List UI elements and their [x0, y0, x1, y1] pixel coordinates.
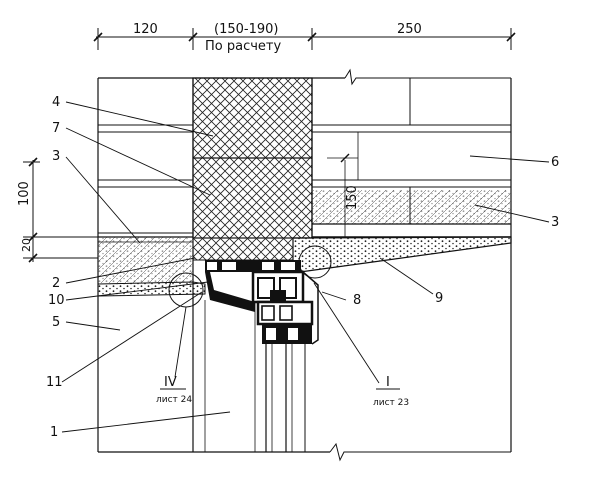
- dim-120: 120: [133, 22, 158, 37]
- callout-4: 4: [52, 95, 60, 110]
- left-dimension-line: [23, 157, 98, 263]
- callout-7: 7: [52, 121, 60, 136]
- dim-250: 250: [397, 22, 422, 37]
- dim-20: 20: [20, 238, 33, 252]
- callout-10: 10: [48, 293, 65, 308]
- dim-100: 100: [17, 181, 32, 206]
- dim-150-mark: [327, 153, 358, 237]
- dim-po-raschetu: По расчету: [205, 39, 281, 54]
- callout-9: 9: [435, 291, 443, 306]
- callout-5: 5: [52, 315, 60, 330]
- leader-lines: [61, 101, 550, 433]
- ref-iv-sheet: лист 24: [156, 395, 192, 405]
- window-frame-profile: [205, 260, 319, 345]
- detail-circle-i: [298, 245, 332, 279]
- callout-6: 6: [551, 155, 559, 170]
- callout-3-left: 3: [52, 149, 60, 164]
- dim-150-190: (150-190): [214, 22, 278, 37]
- glazing-unit: [254, 302, 306, 452]
- ref-iv-number: IV: [164, 375, 177, 390]
- top-dimension-line: [93, 28, 516, 50]
- callout-8: 8: [353, 293, 361, 308]
- callout-2: 2: [52, 276, 60, 291]
- callout-1: 1: [50, 425, 58, 440]
- ref-i-sheet: лист 23: [373, 398, 409, 408]
- callout-3-right: 3: [551, 215, 559, 230]
- sloped-mortar-sill: [292, 236, 512, 273]
- dim-150: 150: [345, 185, 360, 210]
- left-lintel-concrete: [98, 236, 193, 283]
- insulation-block: [192, 77, 313, 261]
- callout-11: 11: [46, 375, 63, 390]
- right-lintel-concrete: [312, 190, 511, 238]
- ref-i-number: I: [386, 375, 390, 390]
